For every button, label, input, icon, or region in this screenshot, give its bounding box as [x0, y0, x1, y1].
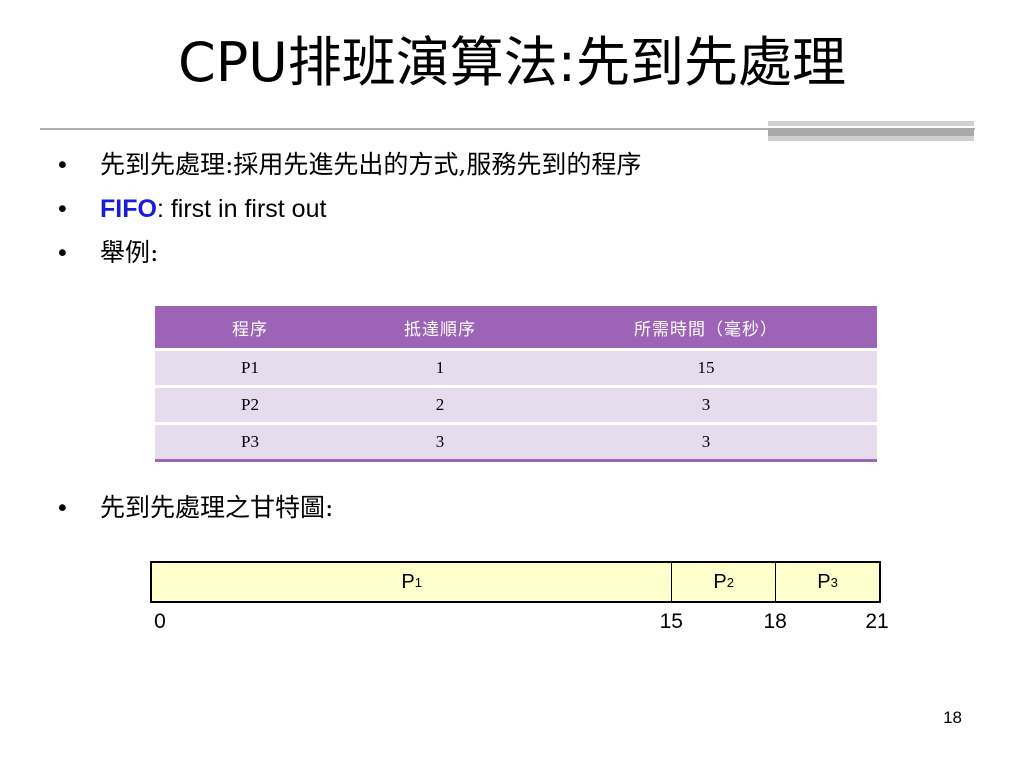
- bullet-marker: •: [58, 239, 67, 267]
- bullet-marker: •: [58, 494, 67, 522]
- process-table: 程序 抵達順序 所需時間（毫秒） P1 1 15 P2 2 3 P3 3 3: [155, 306, 877, 462]
- column-header-process: 程序: [155, 306, 345, 350]
- table-row: P1 1 15: [155, 348, 877, 387]
- gantt-block-subscript: 3: [830, 574, 838, 590]
- gantt-tick-label: 15: [659, 610, 683, 633]
- gantt-tick-label: 21: [865, 610, 889, 633]
- table-row: P2 2 3: [155, 385, 877, 424]
- bullet-example: • 舉例:: [58, 231, 641, 275]
- cell-burst-time: 3: [535, 385, 877, 424]
- bullet-text: 先到先處理:採用先進先出的方式,服務先到的程序: [100, 150, 642, 179]
- table-header-row: 程序 抵達順序 所需時間（毫秒）: [155, 306, 877, 350]
- bullet-fifo: • FIFO: first in first out: [58, 187, 641, 231]
- cell-burst-time: 3: [535, 422, 877, 462]
- bullet-gantt-heading: • 先到先處理之甘特圖:: [58, 486, 333, 530]
- bullet-text: 舉例:: [100, 238, 159, 267]
- title-divider: [40, 128, 975, 130]
- column-header-burst-time: 所需時間（毫秒）: [535, 306, 877, 350]
- gantt-block-label: P: [817, 570, 831, 593]
- page-number: 18: [943, 708, 962, 727]
- bullet-marker: •: [58, 195, 67, 223]
- cell-arrival-order: 3: [345, 422, 535, 462]
- gantt-tick-label: 18: [763, 610, 787, 633]
- bullet-list: • 先到先處理:採用先進先出的方式,服務先到的程序 • FIFO: first …: [58, 143, 641, 275]
- bullet-text: 先到先處理之甘特圖:: [100, 493, 334, 522]
- fifo-term: FIFO: [100, 195, 157, 223]
- slide-title: CPU排班演算法:先到先處理: [178, 31, 846, 94]
- gantt-block-subscript: 1: [414, 574, 422, 590]
- cell-process: P3: [155, 422, 345, 462]
- gantt-block-label: P: [713, 570, 727, 593]
- bullet-marker: •: [58, 151, 67, 179]
- fifo-description: : first in first out: [156, 195, 327, 223]
- cell-arrival-order: 2: [345, 385, 535, 424]
- bullet-fcfs-definition: • 先到先處理:採用先進先出的方式,服務先到的程序: [58, 143, 641, 187]
- gantt-block-label: P: [401, 570, 415, 593]
- column-header-arrival-order: 抵達順序: [345, 306, 535, 350]
- cell-process: P2: [155, 385, 345, 424]
- table-row: P3 3 3: [155, 422, 877, 462]
- cell-burst-time: 15: [535, 348, 877, 387]
- cell-process: P1: [155, 348, 345, 387]
- gantt-block-subscript: 2: [726, 574, 734, 590]
- title-accent-bar: [768, 121, 974, 141]
- gantt-tick-label: 0: [154, 610, 166, 633]
- cell-arrival-order: 1: [345, 348, 535, 387]
